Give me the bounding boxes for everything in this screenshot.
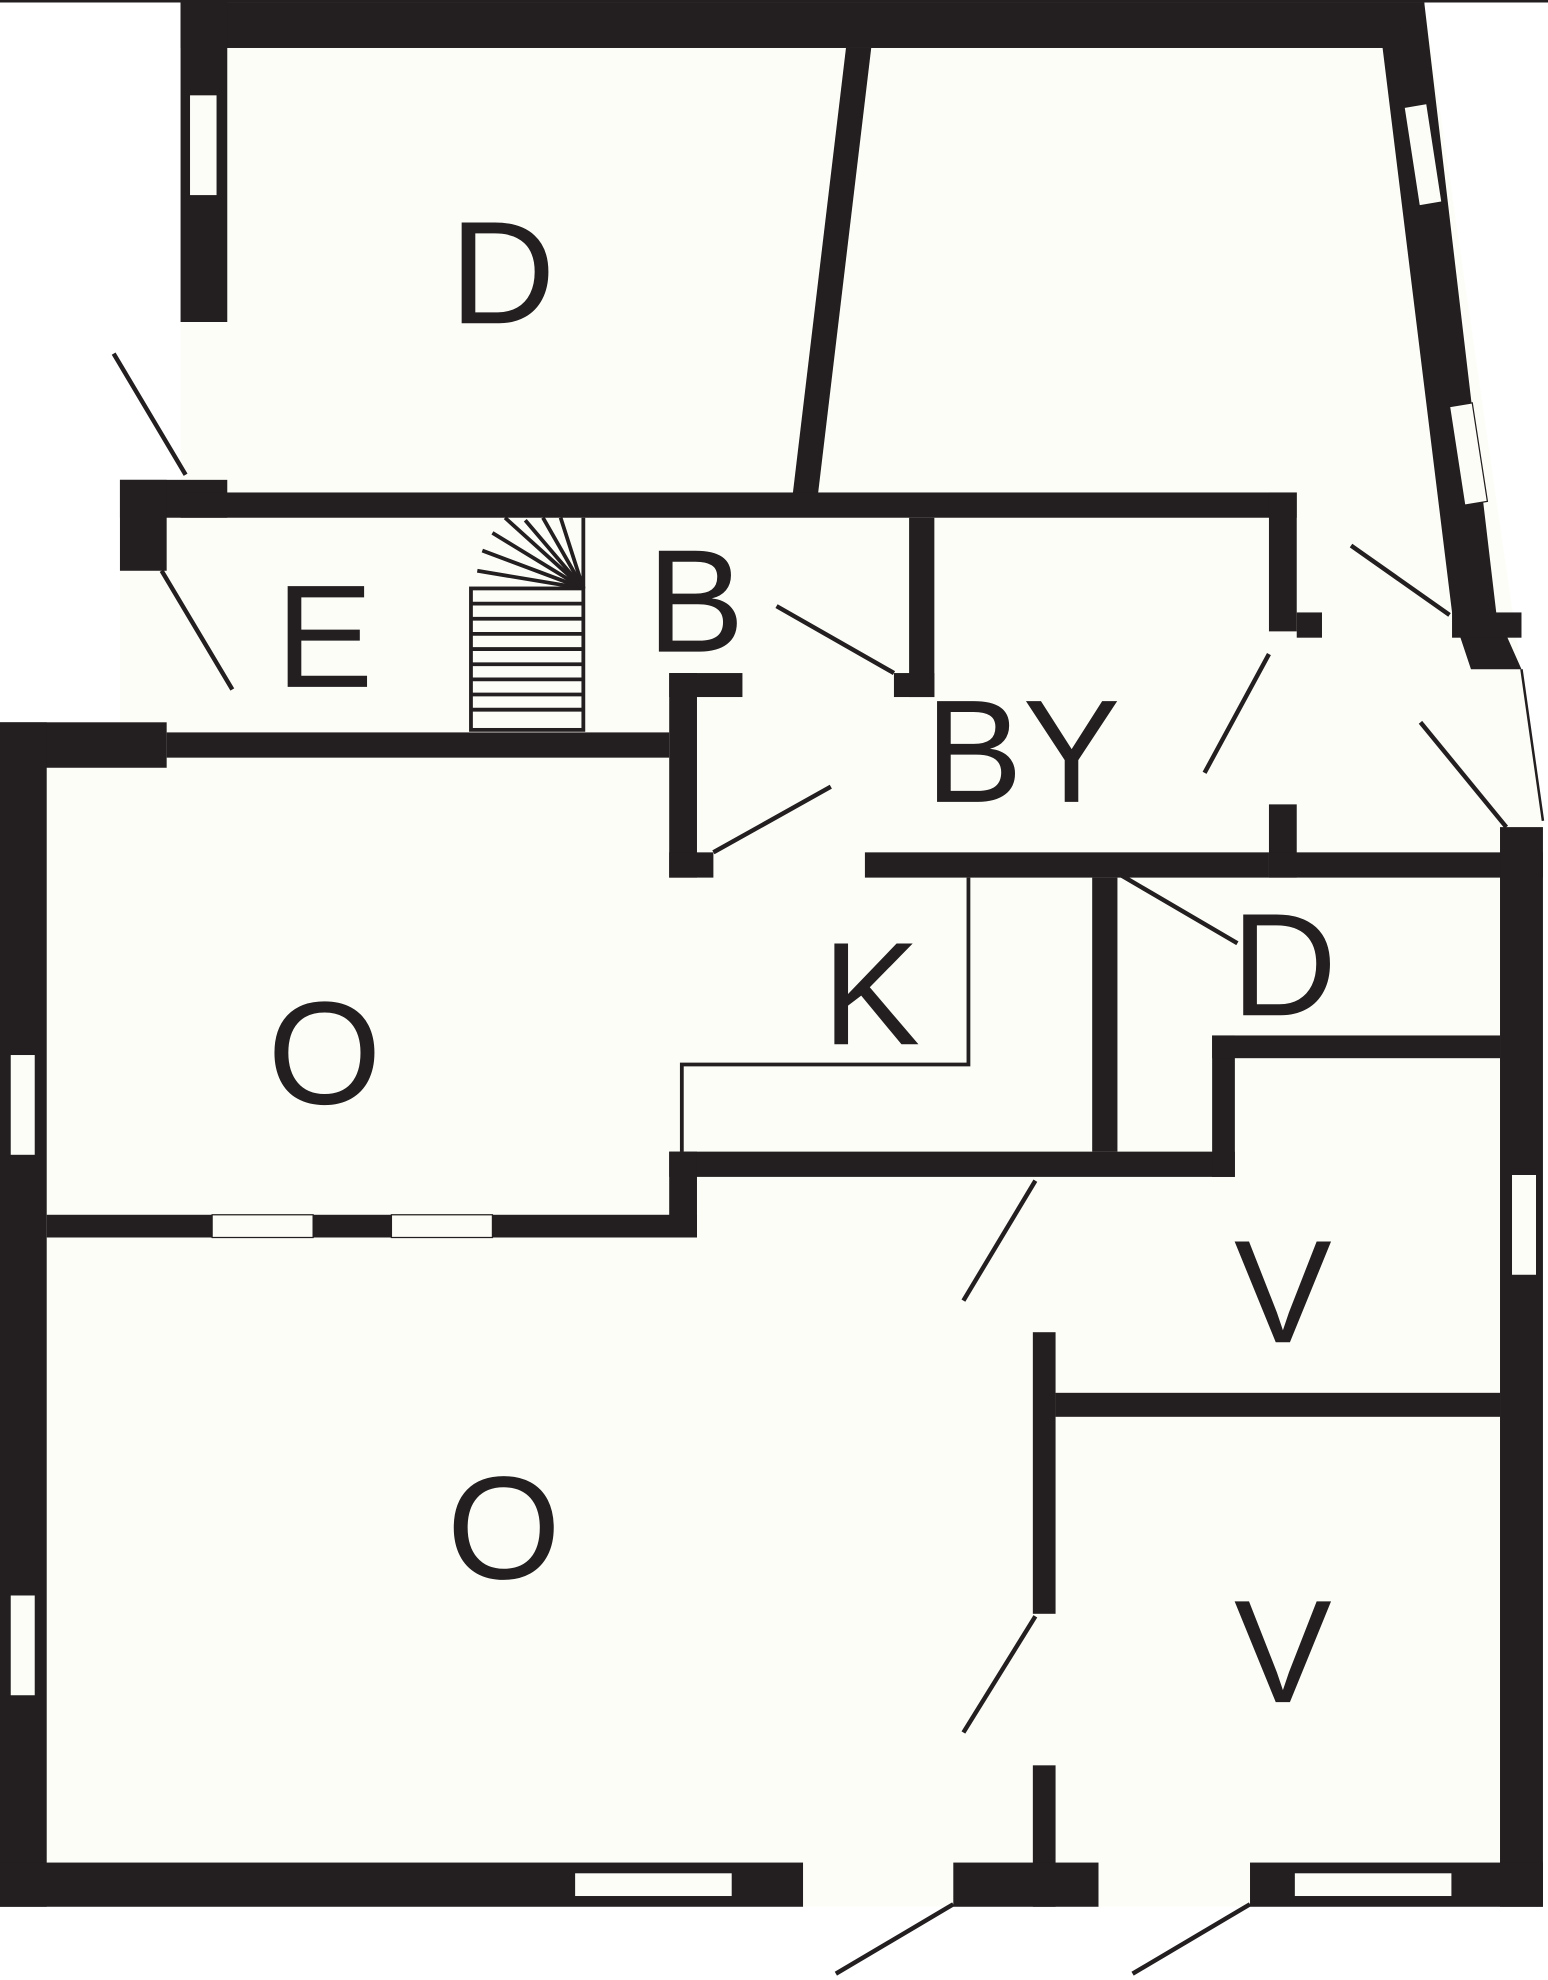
room-label-o1: O [268,972,382,1136]
room-label-e: E [276,555,374,719]
room-label-b: B [647,520,745,684]
window [9,1053,36,1157]
window [1293,1872,1453,1898]
window [1403,102,1443,207]
room-label-o2: O [447,1446,561,1610]
staircase [469,516,586,732]
room-labels: D E B BY O K D V O V [268,191,1337,1734]
doors [111,352,1545,1976]
window [188,94,218,197]
window [9,1594,36,1697]
window [1510,1173,1538,1277]
windows [9,94,1538,1898]
room-label-d1: D [450,191,556,355]
room-label-v2: V [1234,1570,1332,1734]
room-label-by: BY [925,670,1120,834]
room-label-k: K [822,912,920,1076]
window [573,1872,733,1898]
window [1448,402,1489,506]
walls [0,2,1543,1907]
window [390,1214,494,1239]
room-label-d2: D [1231,883,1337,1047]
room-label-v1: V [1234,1210,1332,1374]
window [211,1214,314,1239]
floor-area [0,2,1543,1907]
kitchen-counter [679,877,971,1152]
